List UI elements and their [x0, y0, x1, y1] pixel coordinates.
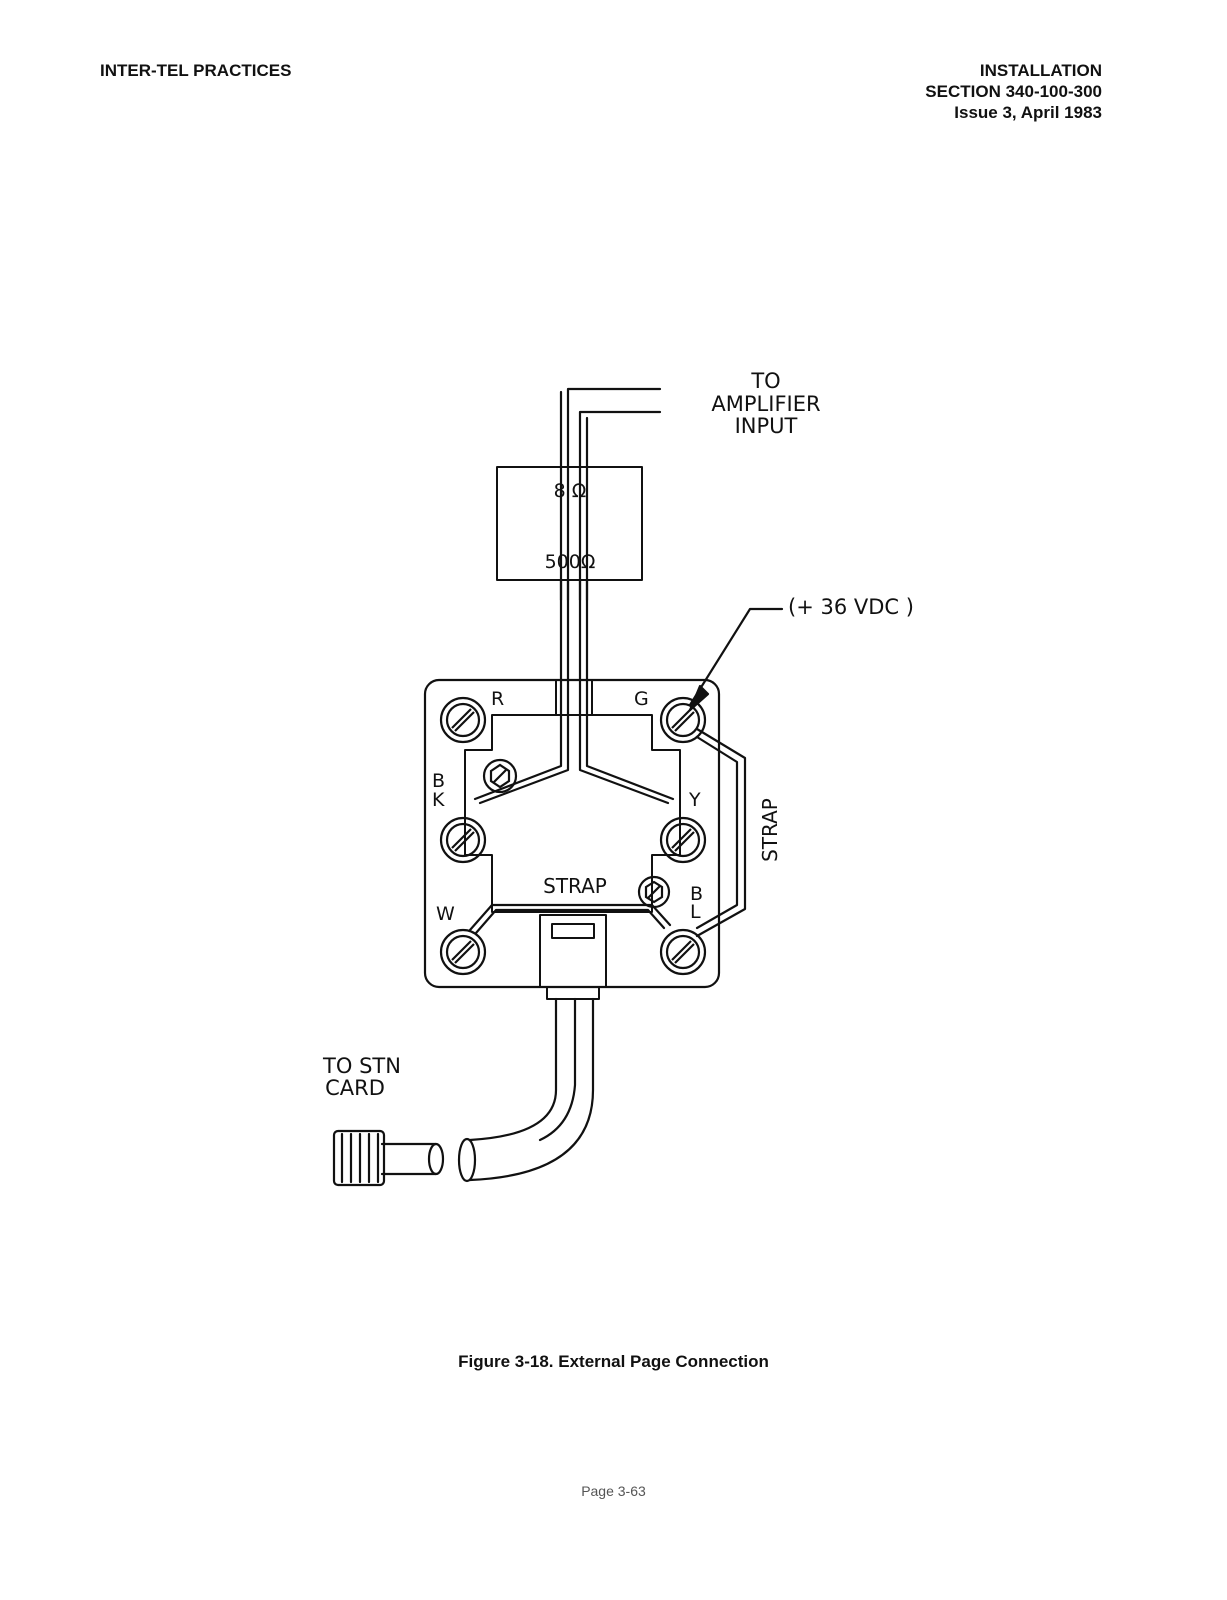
terminal-label-bl-1: B [690, 883, 703, 905]
amp-label-input: INPUT [735, 414, 798, 438]
modular-jack-latch [551, 923, 595, 939]
voltage-label: (+ 36 VDC ) [788, 595, 914, 619]
header-practices: INTER-TEL PRACTICES [100, 61, 292, 80]
terminal-label-bk-1: B [432, 770, 445, 792]
inner-strap-label: STRAP [543, 874, 607, 898]
voltage-leader [688, 607, 784, 707]
screw-y [659, 816, 707, 864]
strap-screw [637, 875, 671, 909]
terminal-block-inner [464, 714, 681, 913]
terminal-label-y: Y [688, 789, 701, 811]
outer-strap-label: STRAP [758, 798, 782, 862]
cable-cut-end [457, 1137, 477, 1183]
inner-strap [468, 903, 672, 932]
stn-label-card: CARD [325, 1076, 385, 1100]
wire-to-y [578, 578, 670, 805]
figure-caption: Figure 3-18. External Page Connection [458, 1352, 769, 1371]
modular-jack-body [539, 914, 607, 988]
cable-center [538, 997, 577, 1142]
wire-channel [555, 679, 593, 716]
terminal-label-w: W [436, 903, 455, 925]
modular-jack-plug [546, 986, 600, 1000]
terminal-label-bk-2: K [432, 789, 445, 811]
wire-to-y-2 [585, 578, 675, 801]
inner-strap-2 [474, 908, 666, 935]
amp-wire-outer [566, 387, 662, 602]
terminal-label-g: G [634, 688, 649, 710]
transformer-box [496, 466, 643, 581]
cable-stub-end [427, 1142, 445, 1176]
wire-to-bk [478, 578, 570, 805]
screw-r [439, 696, 487, 744]
outer-strap [695, 727, 747, 938]
header-installation: INSTALLATION [979, 61, 1102, 80]
terminal-screws [439, 696, 707, 976]
transformer-label-500-ohm: 500Ω [545, 551, 596, 573]
screw-bl [659, 928, 707, 976]
screw-g [659, 696, 707, 744]
outer-strap-2 [695, 735, 739, 930]
stn-label-to-stn: TO STN [322, 1054, 401, 1078]
terminal-label-bl-2: L [690, 901, 701, 923]
amp-wire-inner [578, 410, 662, 602]
cable-stub [380, 1142, 438, 1176]
wire-to-bk-2 [473, 578, 563, 801]
stn-plug [332, 1129, 386, 1187]
mounting-screw [482, 758, 518, 794]
screw-bk [439, 816, 487, 864]
cable [468, 997, 595, 1182]
terminal-label-r: R [491, 688, 504, 710]
header-issue-date: Issue 3, April 1983 [954, 103, 1102, 122]
voltage-arrowhead [688, 684, 710, 712]
header-section-info: INSTALLATION SECTION 340-100-300 Issue 3… [925, 60, 1102, 123]
amp-label-to: TO [750, 369, 780, 393]
screw-w [439, 928, 487, 976]
transformer-label-8-ohm: 8 Ω [554, 480, 587, 502]
page-number: Page 3-63 [581, 1483, 646, 1499]
header-section-number: SECTION 340-100-300 [925, 82, 1102, 101]
amp-label-amplifier: AMPLIFIER [711, 392, 820, 416]
